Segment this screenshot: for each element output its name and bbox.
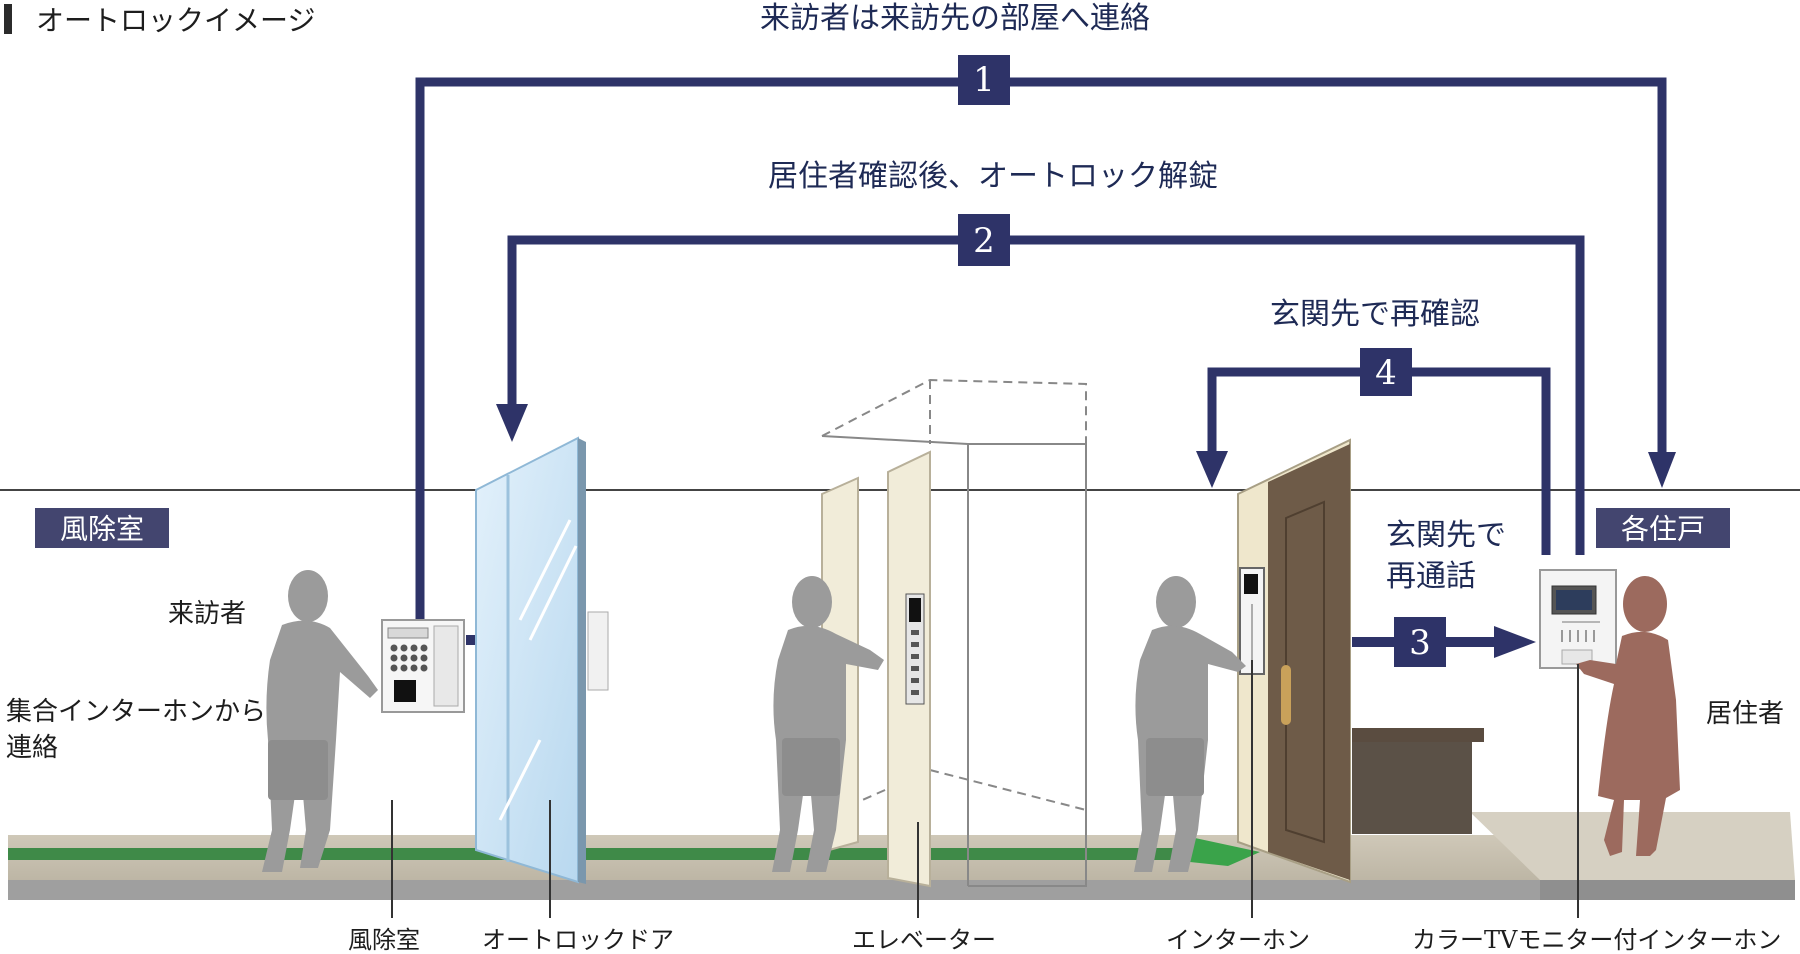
title-marker xyxy=(4,4,12,34)
step4-arrow-head xyxy=(1196,451,1228,488)
step4-badge xyxy=(1360,348,1412,396)
resident-silhouette xyxy=(1576,576,1680,856)
step1-arrow-line xyxy=(415,77,1667,620)
step3-badge xyxy=(1394,617,1446,667)
step2-number: 2 xyxy=(973,221,995,261)
step4-text: 玄関先で再確認 xyxy=(1270,297,1480,332)
step1-text: 来訪者は来訪先の部屋へ連絡 xyxy=(760,1,1150,36)
step1-number: 1 xyxy=(973,60,995,100)
floor-room xyxy=(1470,812,1795,880)
visitor-silhouette-2 xyxy=(772,576,884,872)
step1-arrow-head xyxy=(1648,452,1676,488)
step4-number: 4 xyxy=(1375,353,1397,393)
bottom-label-monitor-intercom: カラーTVモニター付インターホン xyxy=(1412,926,1781,954)
resident-label: 居住者 xyxy=(1706,699,1784,729)
step2-arrow-line xyxy=(507,235,1585,555)
zone-tag-residence-label: 各住戸 xyxy=(1621,513,1705,546)
diagram-title: オートロックイメージ xyxy=(36,4,315,37)
step2-text: 居住者確認後、オートロック解錠 xyxy=(768,159,1218,194)
step3-arrow-head xyxy=(1494,626,1536,658)
bottom-label-elevator: エレベーター xyxy=(852,926,996,954)
bottom-label-intercom: インターホン xyxy=(1166,926,1310,954)
visitor-note-line1: 集合インターホンから xyxy=(6,697,266,727)
zone-tag-vestibule-label: 風除室 xyxy=(60,513,144,546)
zone-tag-vestibule xyxy=(35,508,169,548)
monitor-intercom xyxy=(1539,569,1617,669)
elevator xyxy=(821,378,1087,819)
visitor-label: 来訪者 xyxy=(168,599,246,629)
bottom-label-autolock-door: オートロックドア xyxy=(482,926,674,954)
residence-door xyxy=(1237,438,1351,884)
leader-lines xyxy=(391,660,1579,918)
autolock-door xyxy=(475,436,609,884)
entry-bench xyxy=(1352,728,1484,834)
floor-room-edge xyxy=(1540,880,1795,900)
step3-text-line1: 玄関先で xyxy=(1386,518,1506,553)
step3-text-line2: 再通話 xyxy=(1386,559,1476,594)
collective-intercom-panel xyxy=(381,619,465,713)
floor-green-line xyxy=(8,848,1228,860)
bottom-label-vestibule: 風除室 xyxy=(348,926,420,954)
floor-green-arrow xyxy=(1190,838,1260,866)
visitor-silhouette-1 xyxy=(262,570,378,872)
elevator-button-panel xyxy=(905,593,925,705)
visitor-silhouette-3 xyxy=(1134,576,1246,872)
step3-number: 3 xyxy=(1409,623,1431,663)
step1-badge xyxy=(958,55,1010,105)
visitor-note-line2: 連絡 xyxy=(6,733,58,763)
step2-arrow-head xyxy=(496,404,528,442)
zone-tag-residence xyxy=(1596,508,1730,548)
step2-badge xyxy=(958,214,1010,266)
floor-edge xyxy=(8,880,1540,900)
elevator-frame xyxy=(821,435,1087,887)
